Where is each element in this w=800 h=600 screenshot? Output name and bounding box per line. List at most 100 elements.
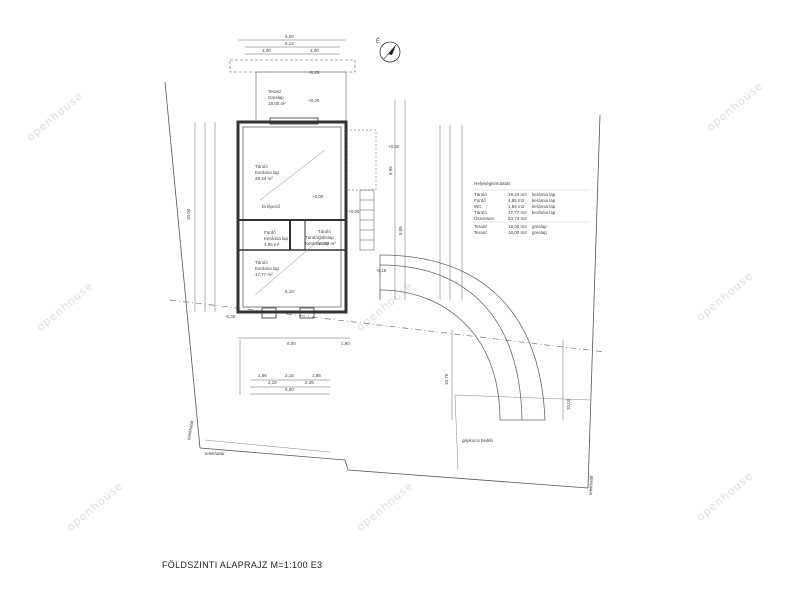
dim-bottom-right: 1,90 — [341, 341, 350, 346]
level-7: -0,30 — [225, 314, 236, 319]
dim-diag-a: 10,75 — [444, 373, 449, 385]
svg-text:29,44 m2: 29,44 m2 — [508, 192, 527, 197]
dim-left-total: 10,00 — [186, 208, 191, 220]
driveway-arc-mid — [379, 264, 523, 421]
room-schedule-table: Helyiségkimutatás Tároló 29,44 m2 kerámi… — [474, 181, 556, 235]
boundary-bottom-line — [347, 469, 589, 489]
svg-text:greslap: greslap — [532, 224, 547, 229]
north-letter: É — [376, 38, 380, 45]
dim-top-inner: 5,12 — [285, 41, 294, 46]
boundary-step — [344, 459, 349, 471]
svg-text:29,44 m²: 29,44 m² — [255, 176, 273, 181]
svg-text:Terasz: Terasz — [474, 224, 488, 229]
dim-top-total: 6,00 — [285, 34, 294, 39]
driveway-left-line — [454, 394, 459, 471]
room-storage-3: Tároló Kerámia lap — [305, 235, 330, 246]
svg-text:Fürdő: Fürdő — [474, 198, 486, 203]
dimension-texts: 6,00 5,12 3,00 3,00 6,00 1,90 1,86 2,15 … — [186, 34, 571, 410]
svg-text:Tároló: Tároló — [255, 164, 268, 169]
level-texts: +0,25 +0,20 +0,50 +0,00 +0,50 -0,15 -0,3… — [225, 70, 400, 319]
svg-text:Kerámia lap: Kerámia lap — [305, 241, 330, 246]
level-6: -0,15 — [376, 268, 387, 273]
svg-text:Kerámia lap: Kerámia lap — [255, 170, 280, 175]
stair — [345, 129, 377, 251]
svg-text:kerámia lap: kerámia lap — [532, 192, 556, 197]
svg-text:kerámia lap: kerámia lap — [532, 210, 556, 215]
dim-lower-d: 2,18 — [268, 380, 277, 385]
svg-text:Greslap: Greslap — [318, 235, 334, 240]
room-table-row: Terasz 18,00 m2 greslap — [474, 230, 547, 235]
boundary-left-line — [164, 81, 201, 449]
svg-text:Terasz: Terasz — [268, 89, 282, 94]
curved-driveway — [379, 254, 546, 421]
dim-lower-c: 1,86 — [312, 373, 321, 378]
driveway-arc-outer — [379, 254, 546, 421]
svg-text:kerámia lap: kerámia lap — [532, 198, 556, 203]
svg-text:kerámia lap: kerámia lap — [532, 204, 556, 209]
hatch-diag-2 — [259, 149, 326, 201]
boundary-bottom-label: telekhatár — [205, 451, 225, 456]
svg-text:Tároló: Tároló — [318, 229, 331, 234]
dim-lower-total: 6,00 — [285, 387, 294, 392]
dim-lower-a: 1,86 — [258, 373, 267, 378]
room-table-grid — [473, 189, 590, 223]
svg-text:18,00 m2: 18,00 m2 — [508, 230, 527, 235]
boundary-right-line — [587, 114, 601, 489]
dim-lower-e: 2,26 — [305, 380, 314, 385]
level-2: +0,20 — [308, 98, 320, 103]
room-storage-2: Tároló Kerámia lap 17,77 m² — [255, 260, 280, 277]
dim-side-a: 6,95 — [388, 166, 393, 175]
level-3: +0,50 — [388, 144, 400, 149]
porch-dashed — [345, 129, 377, 191]
room-table-row: Tároló 29,44 m2 kerámia lap — [474, 192, 556, 197]
dim-inner-width: 5,10 — [285, 289, 294, 294]
svg-text:greslap: greslap — [532, 230, 547, 235]
svg-text:4,85 m²: 4,85 m² — [264, 242, 280, 247]
room-table-row: WC 1,84 m2 kerámia lap — [474, 204, 556, 209]
svg-text:Greslap: Greslap — [268, 95, 284, 100]
column-right — [299, 307, 315, 319]
svg-text:Tároló: Tároló — [305, 235, 318, 240]
window-top — [269, 117, 319, 125]
level-5: +0,50 — [348, 209, 360, 214]
boundary-right-label: telekhatár — [588, 475, 594, 495]
boundary-inner-line — [204, 439, 331, 453]
svg-text:10,00 m²: 10,00 m² — [318, 241, 336, 246]
plot-boundary — [164, 81, 601, 489]
room-storage-1: Tároló Kerámia lap 29,44 m² — [255, 164, 280, 181]
svg-text:Tároló: Tároló — [474, 192, 487, 197]
building — [236, 117, 348, 319]
room-bathroom: Fürdő Kerámia lap 4,85 m² — [264, 230, 289, 247]
building-line-dashed — [169, 299, 606, 353]
room-labels: Terasz Greslap 18,00 m² Tároló Kerámia l… — [255, 89, 336, 277]
terrace — [229, 59, 356, 123]
dim-top-right: 3,00 — [310, 48, 319, 53]
svg-text:Tároló: Tároló — [474, 210, 487, 215]
dim-top-left: 3,00 — [262, 48, 271, 53]
svg-text:18,00 m²: 18,00 m² — [268, 101, 286, 106]
room-table-title: Helyiségkimutatás — [474, 181, 511, 186]
svg-text:53,74 m2: 53,74 m2 — [508, 216, 527, 221]
svg-text:Fürdő: Fürdő — [264, 230, 276, 235]
dimension-lines — [194, 39, 564, 420]
boundary-left-label: telekhatár — [186, 419, 194, 440]
drawing-caption: FÖLDSZINTI ALAPRAJZ M=1:100 E3 — [162, 560, 323, 570]
svg-text:WC: WC — [474, 204, 482, 209]
outer-wall — [236, 120, 348, 314]
driveway-arc-inner — [379, 289, 501, 421]
svg-text:1,84 m2: 1,84 m2 — [508, 204, 525, 209]
driveway-label: gépkocsi beálló — [462, 438, 494, 443]
svg-text:Terasz: Terasz — [474, 230, 488, 235]
svg-text:Összesen: Összesen — [474, 215, 495, 221]
hatch-diag-1 — [254, 234, 326, 296]
svg-text:17,77 m2: 17,77 m2 — [508, 210, 527, 215]
room-table-row: Tároló 17,77 m2 kerámia lap — [474, 210, 556, 215]
driveway-top-line — [454, 394, 591, 401]
svg-text:Kerámia lap: Kerámia lap — [255, 266, 280, 271]
site-labels: gépkocsi beálló telekhatár telekhatár te… — [186, 419, 594, 495]
room-terrace: Terasz Greslap 18,00 m² — [268, 89, 286, 106]
level-1: +0,25 — [308, 70, 320, 75]
dim-bottom-total: 6,00 — [287, 341, 296, 346]
svg-text:Kerámia lap: Kerámia lap — [264, 236, 289, 241]
